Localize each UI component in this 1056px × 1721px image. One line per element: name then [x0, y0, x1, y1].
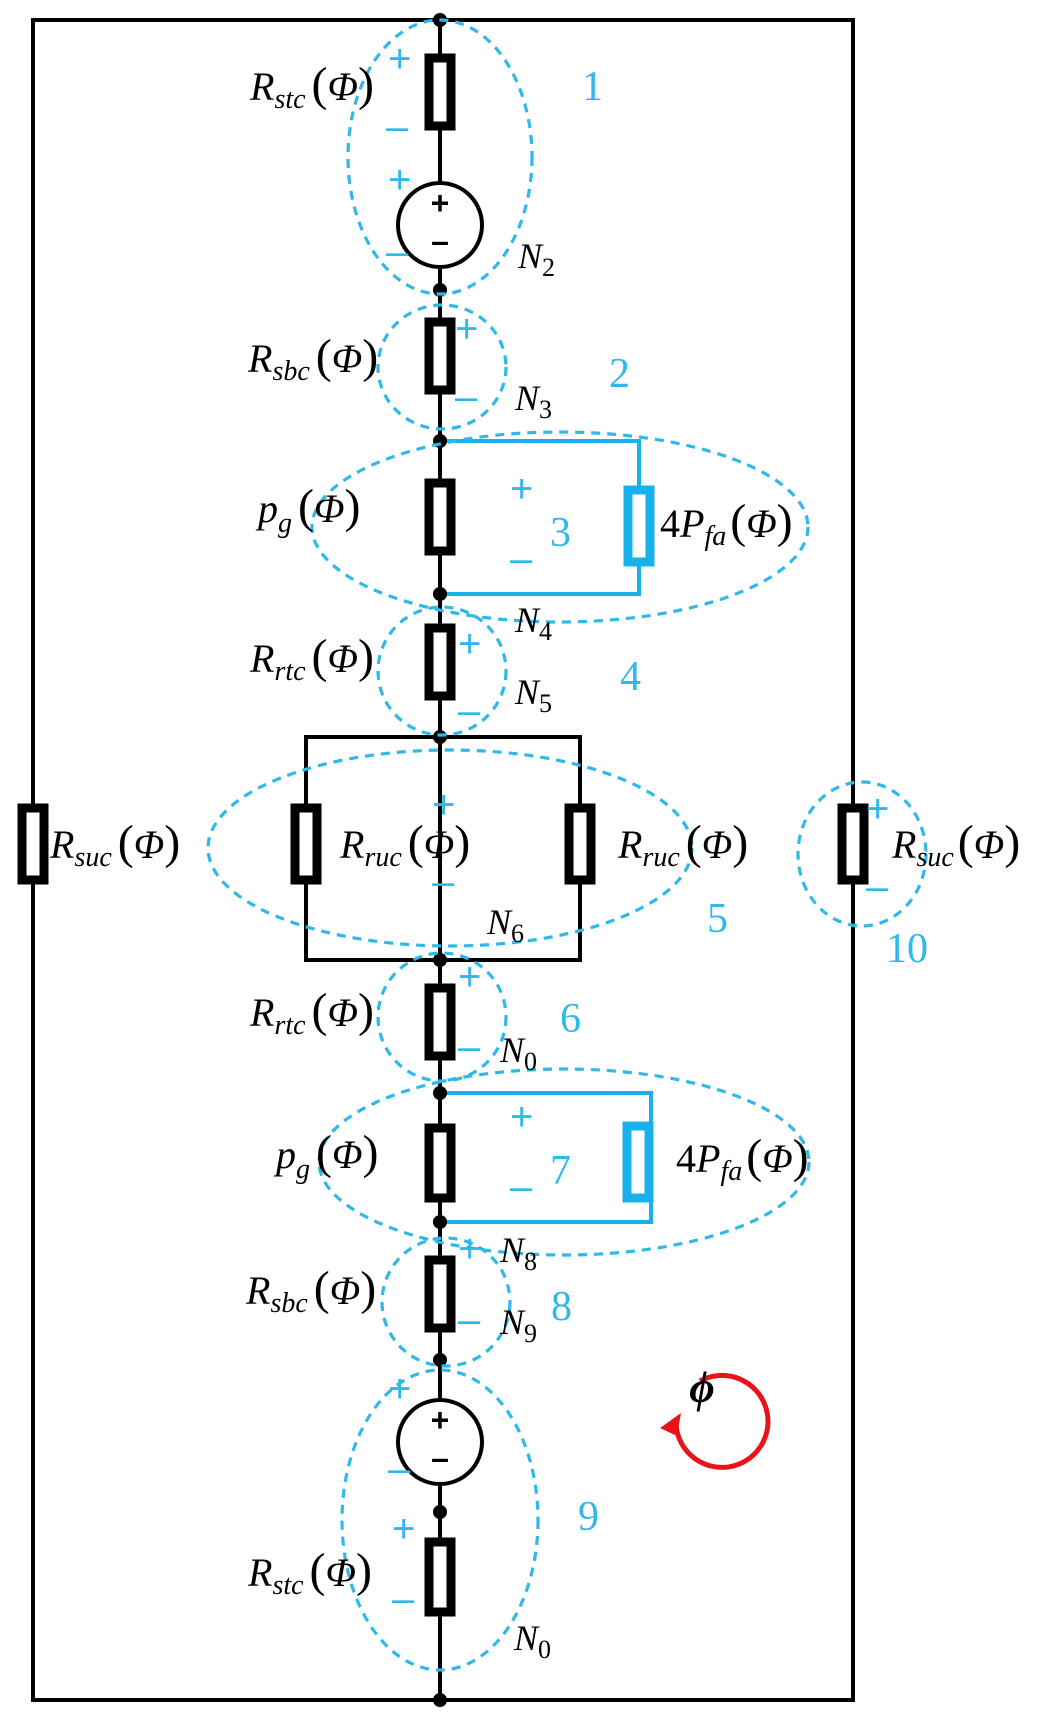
pfa-bot-label: 4Pfa(Φ) — [676, 1130, 809, 1187]
flux-arrowhead — [660, 1413, 681, 1436]
r-rtc-top-resistor — [424, 623, 456, 701]
pfa-top-label: 4Pfa(Φ) — [660, 495, 793, 552]
pfa-bot-resistor — [622, 1121, 654, 1203]
pg-top-resistor — [424, 478, 456, 556]
region-number-9: 9 — [578, 1494, 599, 1540]
minus-sign: – — [386, 105, 409, 149]
r-sbc-bot-label: Rsbc(Φ) — [245, 1262, 376, 1319]
region-number-7: 7 — [550, 1148, 571, 1194]
minus-sign: – — [510, 1165, 533, 1209]
plus-sign: + — [388, 37, 411, 81]
source-minus-sign: – — [431, 1440, 449, 1476]
r-rtc-bot-label: Rrtc(Φ) — [249, 984, 374, 1041]
node-label-n4: N4 — [514, 600, 552, 646]
region-number-3: 3 — [550, 510, 571, 556]
r-stc-top-label: Rstc(Φ) — [249, 58, 374, 115]
node-labels: N2 N3 N4 N5 N6 N0 N8 N9 N0 — [486, 236, 555, 1664]
plus-sign: + — [510, 1095, 533, 1139]
region-6-outline — [376, 951, 508, 1083]
region-numbers: 1 2 3 4 5 6 7 8 9 10 — [550, 64, 928, 1540]
node-label-n9: N9 — [499, 1302, 537, 1348]
minus-sign: – — [432, 860, 455, 904]
minus-sign: – — [458, 1298, 481, 1342]
r-sbc-top-label: Rsbc(Φ) — [247, 330, 378, 387]
pfa-top-resistor — [623, 485, 655, 567]
pg-bot-label: pg(Φ) — [273, 1126, 378, 1185]
component-labels: Rstc(Φ) Rsbc(Φ) pg(Φ) 4Pfa(Φ) Rrtc(Φ) Rr… — [49, 58, 1020, 1601]
polarity-signs: + – + – + – + – + – + – + – + – + – + – … — [386, 37, 889, 1621]
r-suc-left-label: Rsuc(Φ) — [49, 816, 180, 873]
minus-sign: – — [866, 865, 889, 909]
r-ruc-right-resistor — [564, 803, 596, 885]
minus-sign: – — [458, 689, 481, 733]
node-label-n6: N6 — [486, 902, 524, 948]
plus-sign: + — [866, 787, 889, 831]
pg-bot-resistor — [424, 1123, 456, 1203]
r-rtc-bot-resistor — [424, 983, 456, 1061]
minus-sign: – — [388, 1447, 411, 1491]
plus-sign: + — [458, 622, 481, 666]
plus-sign: + — [455, 307, 478, 351]
r-suc-left-resistor — [17, 803, 49, 885]
region-7-outline — [317, 1067, 811, 1257]
region-10-outline — [796, 780, 928, 928]
region-number-10: 10 — [886, 926, 928, 972]
region-9-outline — [340, 1368, 540, 1672]
source-plus-sign: + — [431, 185, 450, 221]
resistors — [17, 53, 869, 1617]
minus-sign: – — [392, 1577, 415, 1621]
plus-sign: + — [458, 955, 481, 999]
minus-sign: – — [386, 230, 409, 274]
dashed-regions — [206, 18, 928, 1672]
plus-sign: + — [388, 158, 411, 202]
r-ruc-right-label: Rruc(Φ) — [617, 816, 748, 873]
minus-sign: – — [458, 1025, 481, 1069]
plus-sign: + — [388, 1367, 411, 1411]
r-ruc-left-resistor — [290, 803, 322, 885]
plus-sign: + — [510, 467, 533, 511]
region-5-outline — [206, 748, 694, 948]
r-suc-right-resistor — [837, 803, 869, 885]
region-number-1: 1 — [582, 64, 603, 110]
r-sbc-bot-resistor — [424, 1255, 456, 1333]
r-stc-bot-resistor — [424, 1537, 456, 1617]
flux-symbol: ϕ — [689, 1363, 714, 1412]
region-4-outline — [376, 605, 508, 737]
r-stc-top-resistor — [424, 53, 456, 131]
pg-top-label: pg(Φ) — [255, 480, 360, 539]
region-3-outline — [310, 430, 810, 624]
r-suc-right-label: Rsuc(Φ) — [891, 816, 1020, 873]
plus-sign: + — [458, 1227, 481, 1271]
region-number-4: 4 — [620, 654, 641, 700]
minus-sign: – — [455, 375, 478, 419]
region-number-8: 8 — [551, 1284, 572, 1330]
minus-sign: – — [510, 537, 533, 581]
source-minus-sign: – — [431, 223, 449, 259]
source-plus-sign: + — [431, 1402, 450, 1438]
r-sbc-top-resistor — [424, 317, 456, 395]
flux-direction-indicator: ϕ — [660, 1363, 771, 1470]
mmf-source-bottom: + – — [396, 1398, 484, 1486]
region-8-outline — [380, 1236, 512, 1368]
mmf-source-top: + – — [396, 181, 484, 269]
node-label-n5: N5 — [514, 672, 552, 718]
node-label-n8: N8 — [499, 1230, 537, 1276]
region-2-outline — [376, 303, 508, 431]
region-1-outline — [346, 18, 534, 296]
r-stc-bot-label: Rstc(Φ) — [247, 1544, 372, 1601]
node-label-n0-mid: N0 — [499, 1030, 537, 1076]
region-number-2: 2 — [609, 351, 630, 397]
node-label-n3: N3 — [514, 378, 552, 424]
region-number-5: 5 — [707, 896, 728, 942]
region-number-6: 6 — [560, 996, 581, 1042]
node-label-n0-bot: N0 — [513, 1618, 551, 1664]
r-rtc-top-label: Rrtc(Φ) — [249, 630, 374, 687]
flux-circular-arrow — [673, 1372, 771, 1470]
node-label-n2: N2 — [517, 236, 555, 282]
plus-sign: + — [392, 1507, 415, 1551]
plus-sign: + — [432, 783, 455, 827]
r-ruc-left-label: Rruc(Φ) — [339, 816, 470, 873]
